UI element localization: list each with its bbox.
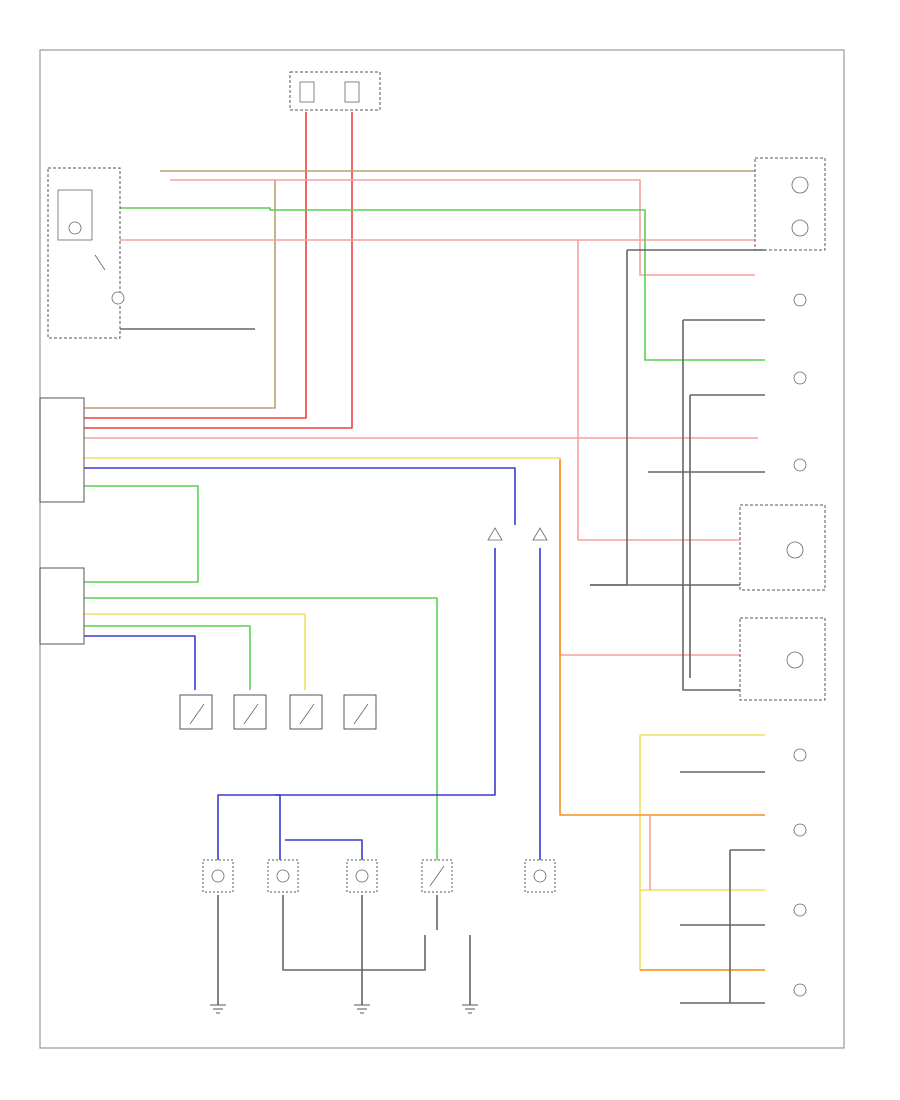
rear-reading-lamp: [793, 983, 807, 997]
wire-green-rem1: [84, 485, 199, 583]
left-front-door-switch: [289, 694, 323, 730]
diagram-frame: [39, 49, 845, 1049]
right-front-lamp-assembly: [754, 157, 826, 251]
luggage-compartment-lamp: [524, 859, 556, 893]
wire-blue-rem2: [84, 635, 196, 690]
wire-tan-hazard: [84, 180, 276, 409]
ground-2: [354, 1004, 370, 1014]
left-rear-courtesy-lamp: [793, 823, 807, 837]
ground-1: [210, 1004, 226, 1014]
left-reading-lamp: [739, 504, 826, 591]
wire-blue-rem1: [84, 467, 516, 525]
wire-pink-luggage: [559, 458, 740, 656]
wire-green-switch-2: [84, 625, 251, 690]
rear-electronic-module-2: [39, 567, 85, 645]
left-footwell-lamp: [267, 859, 299, 893]
rear-electronic-module-1: [39, 397, 85, 503]
right-footwell-lamp: [346, 859, 378, 893]
fuse-block-top: [289, 71, 381, 111]
wire-yellow-right-vert: [639, 735, 765, 971]
wire-blue-conn-left: [217, 548, 496, 860]
wire-blue-bus: [275, 794, 281, 860]
wire-blue-footwell: [285, 839, 363, 860]
glovebox-lamp: [793, 748, 807, 762]
right-rear-door-switch: [233, 694, 267, 730]
right-rear-courtesy-lamp: [793, 903, 807, 917]
wire-green-switch-1: [84, 597, 438, 860]
wires: [84, 112, 765, 1005]
wire-red-fuse-1: [84, 112, 307, 419]
left-footwell-lamp-right: [793, 293, 807, 307]
wire-gray-bottom-loop: [282, 895, 426, 971]
wire-orange: [559, 460, 765, 816]
ground-3: [462, 1004, 478, 1014]
wire-pink-top: [170, 179, 755, 276]
connector-right: [532, 527, 548, 541]
luggage-compartment-switch: [421, 859, 453, 893]
hazard-switch: [47, 167, 125, 339]
wire-yellow-rem2: [84, 613, 306, 690]
right-door-lamp: [793, 458, 807, 472]
connector-left: [487, 527, 503, 541]
wire-gray-right-vert: [590, 250, 628, 586]
trunk-lamp: [202, 859, 234, 893]
left-rear-door-switch: [179, 694, 213, 730]
wire-green-hazard: [120, 207, 765, 361]
left-door-lamp: [793, 371, 807, 385]
right-reading-lamp: [739, 617, 826, 701]
wire-pink-vertical: [577, 240, 740, 541]
wire-gray-right-vert2: [682, 320, 740, 691]
wire-red-fuse-2: [84, 112, 353, 429]
right-front-door-switch: [343, 694, 377, 730]
